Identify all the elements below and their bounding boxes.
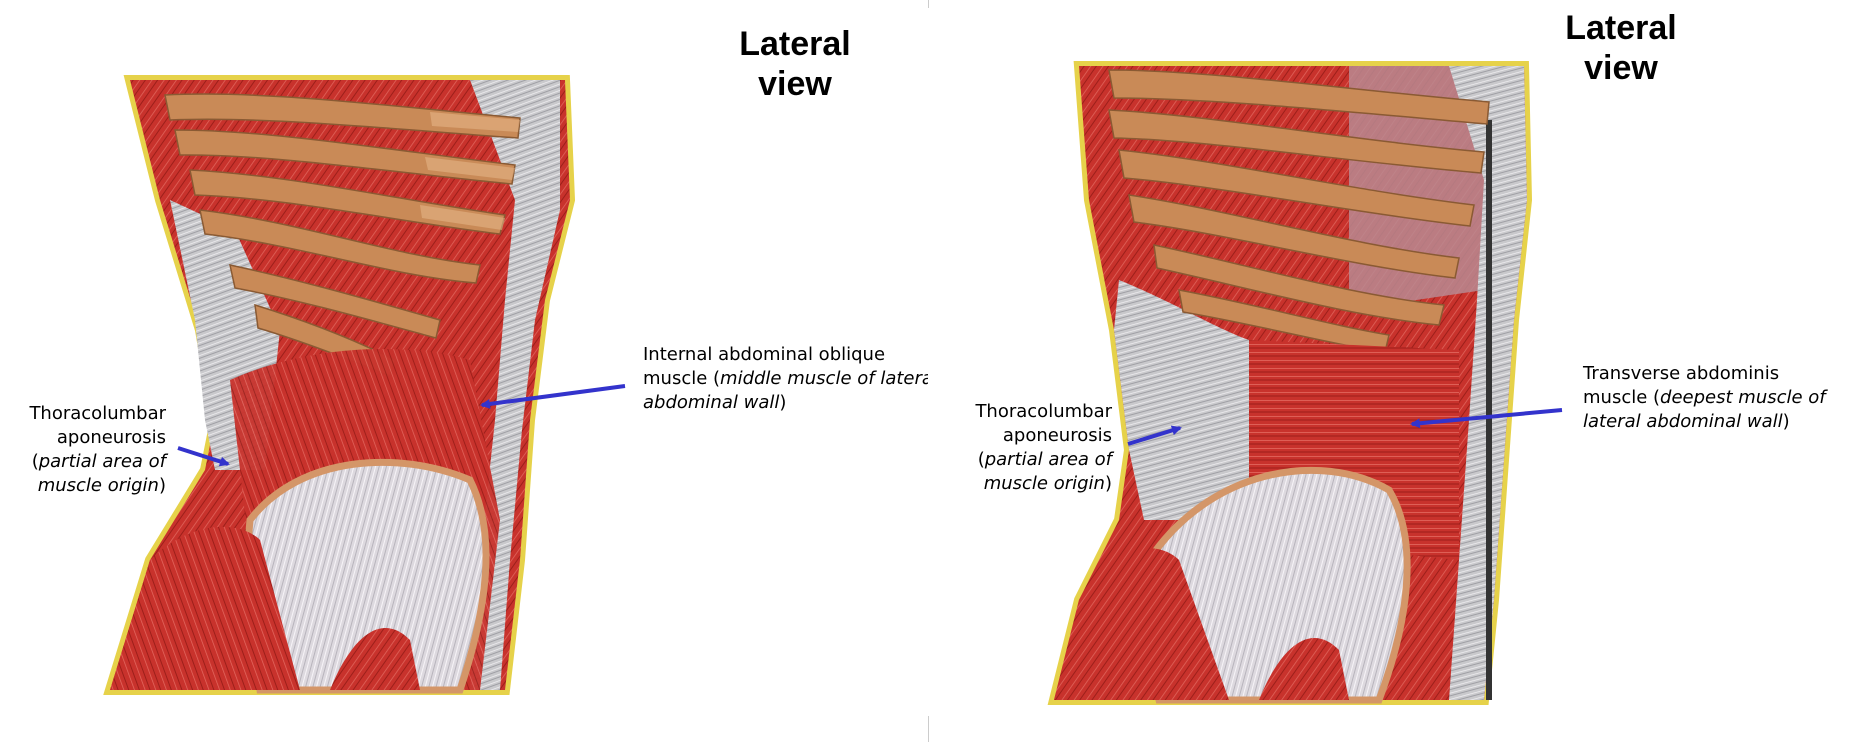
- title-line-1: Lateral: [739, 25, 851, 63]
- label-line-1: Thoracolumbar: [29, 403, 166, 424]
- label-line-1: Internal abdominal oblique: [643, 344, 886, 365]
- label-line-2: muscle (deepest muscle of: [1583, 387, 1826, 408]
- label-line-4: muscle origin): [37, 475, 166, 496]
- left-view-title: Lateral view: [715, 24, 875, 104]
- label-line-2: muscle (middle muscle of lateral: [643, 368, 928, 389]
- panel-divider-top: [928, 0, 929, 8]
- title-line-2: view: [758, 65, 832, 103]
- transverse-abdominis-illustration: [1047, 61, 1533, 705]
- label-line-2: aponeurosis: [1002, 425, 1112, 446]
- internal-oblique-label: Internal abdominal oblique muscle (middl…: [643, 343, 928, 415]
- transverse-abdominis-label: Transverse abdominis muscle (deepest mus…: [1583, 362, 1826, 434]
- label-line-3: abdominal wall): [643, 392, 787, 413]
- title-line-2: view: [1584, 49, 1658, 87]
- label-line-3: (partial area of: [31, 451, 166, 472]
- label-line-1: Transverse abdominis: [1583, 363, 1780, 384]
- label-line-4: muscle origin): [983, 473, 1112, 494]
- right-panel: Lateral view Transverse abdominis muscle…: [929, 0, 1857, 736]
- right-view-title: Lateral view: [1541, 8, 1701, 88]
- label-line-3: lateral abdominal wall): [1583, 411, 1790, 432]
- left-panel: Lateral view Internal abdominal oblique …: [0, 0, 928, 736]
- label-line-1: Thoracolumbar: [975, 401, 1112, 422]
- thoracolumbar-label-right: Thoracolumbar aponeurosis (partial area …: [929, 400, 1112, 496]
- thoracolumbar-label-left: Thoracolumbar aponeurosis (partial area …: [20, 402, 166, 498]
- label-line-2: aponeurosis: [56, 427, 166, 448]
- panel-divider-bottom: [928, 716, 929, 742]
- internal-oblique-illustration: [103, 75, 576, 695]
- title-line-1: Lateral: [1565, 9, 1677, 47]
- label-line-3: (partial area of: [977, 449, 1112, 470]
